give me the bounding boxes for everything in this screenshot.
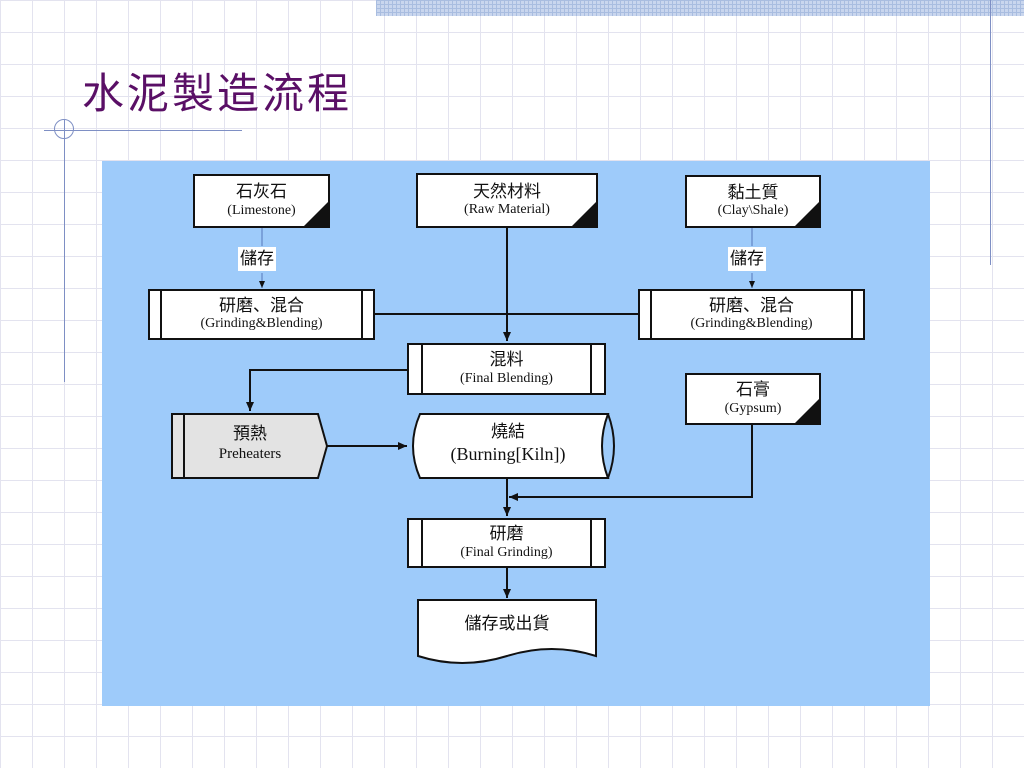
final-grinding-label: 研磨	[489, 524, 524, 545]
kiln-text: 燒結 (Burning[Kiln])	[420, 422, 596, 466]
gypsum-box: 石膏 (Gypsum)	[685, 373, 821, 425]
left-decor-line	[64, 120, 65, 382]
preheaters-text: 預熱 Preheaters	[184, 424, 316, 464]
slide-title: 水泥製造流程	[82, 69, 353, 118]
final-grinding-sublabel: (Final Grinding)	[460, 544, 553, 560]
raw-material-box: 天然材料 (Raw Material)	[416, 173, 598, 228]
clay-label: 黏土質	[727, 182, 779, 203]
storage-left-label: 儲存	[238, 247, 276, 271]
right-decor-line	[990, 0, 991, 265]
preheaters-label: 預熱	[233, 424, 267, 444]
limestone-sublabel: (Limestone)	[227, 202, 296, 218]
grinding-left-label: 研磨、混合	[219, 295, 304, 316]
limestone-box: 石灰石 (Limestone)	[193, 174, 330, 228]
input-corner-marker	[304, 202, 328, 226]
final-blending-label: 混料	[489, 350, 524, 371]
preheaters-sublabel: Preheaters	[218, 446, 282, 463]
raw-material-sublabel: (Raw Material)	[464, 202, 550, 218]
clay-box: 黏土質 (Clay\Shale)	[685, 175, 821, 228]
decor-circle	[54, 119, 74, 139]
input-corner-marker	[795, 202, 819, 226]
clay-sublabel: (Clay\Shale)	[717, 203, 789, 219]
grinding-right-label: 研磨、混合	[709, 295, 794, 316]
shipping-label: 儲存或出貨	[464, 614, 550, 634]
limestone-label: 石灰石	[236, 182, 287, 203]
grinding-right-sublabel: (Grinding&Blending)	[690, 316, 813, 332]
input-corner-marker	[572, 202, 596, 226]
final-blending-box: 混料 (Final Blending)	[407, 343, 606, 395]
gypsum-to-grind-arrow	[509, 425, 753, 501]
preheater-shape	[171, 413, 329, 479]
shipping-document-shape	[417, 599, 597, 664]
final-blending-sublabel: (Final Blending)	[460, 370, 553, 386]
blend-to-preheat-arrow	[246, 369, 408, 411]
gypsum-sublabel: (Gypsum)	[724, 400, 782, 416]
shipping-text: 儲存或出貨	[418, 614, 596, 635]
title-underline	[44, 130, 242, 131]
grinding-right-box: 研磨、混合 (Grinding&Blending)	[638, 289, 865, 340]
final-grinding-box: 研磨 (Final Grinding)	[407, 518, 606, 568]
grinding-left-box: 研磨、混合 (Grinding&Blending)	[148, 289, 375, 340]
gypsum-label: 石膏	[736, 380, 770, 401]
grinding-left-sublabel: (Grinding&Blending)	[200, 316, 323, 332]
storage-right-label: 儲存	[728, 247, 766, 271]
kiln-label: 燒結	[491, 422, 525, 442]
kiln-sublabel: (Burning[Kiln])	[450, 444, 566, 465]
raw-material-label: 天然材料	[473, 181, 541, 202]
top-decor-band	[376, 0, 1024, 16]
input-corner-marker	[795, 399, 819, 423]
